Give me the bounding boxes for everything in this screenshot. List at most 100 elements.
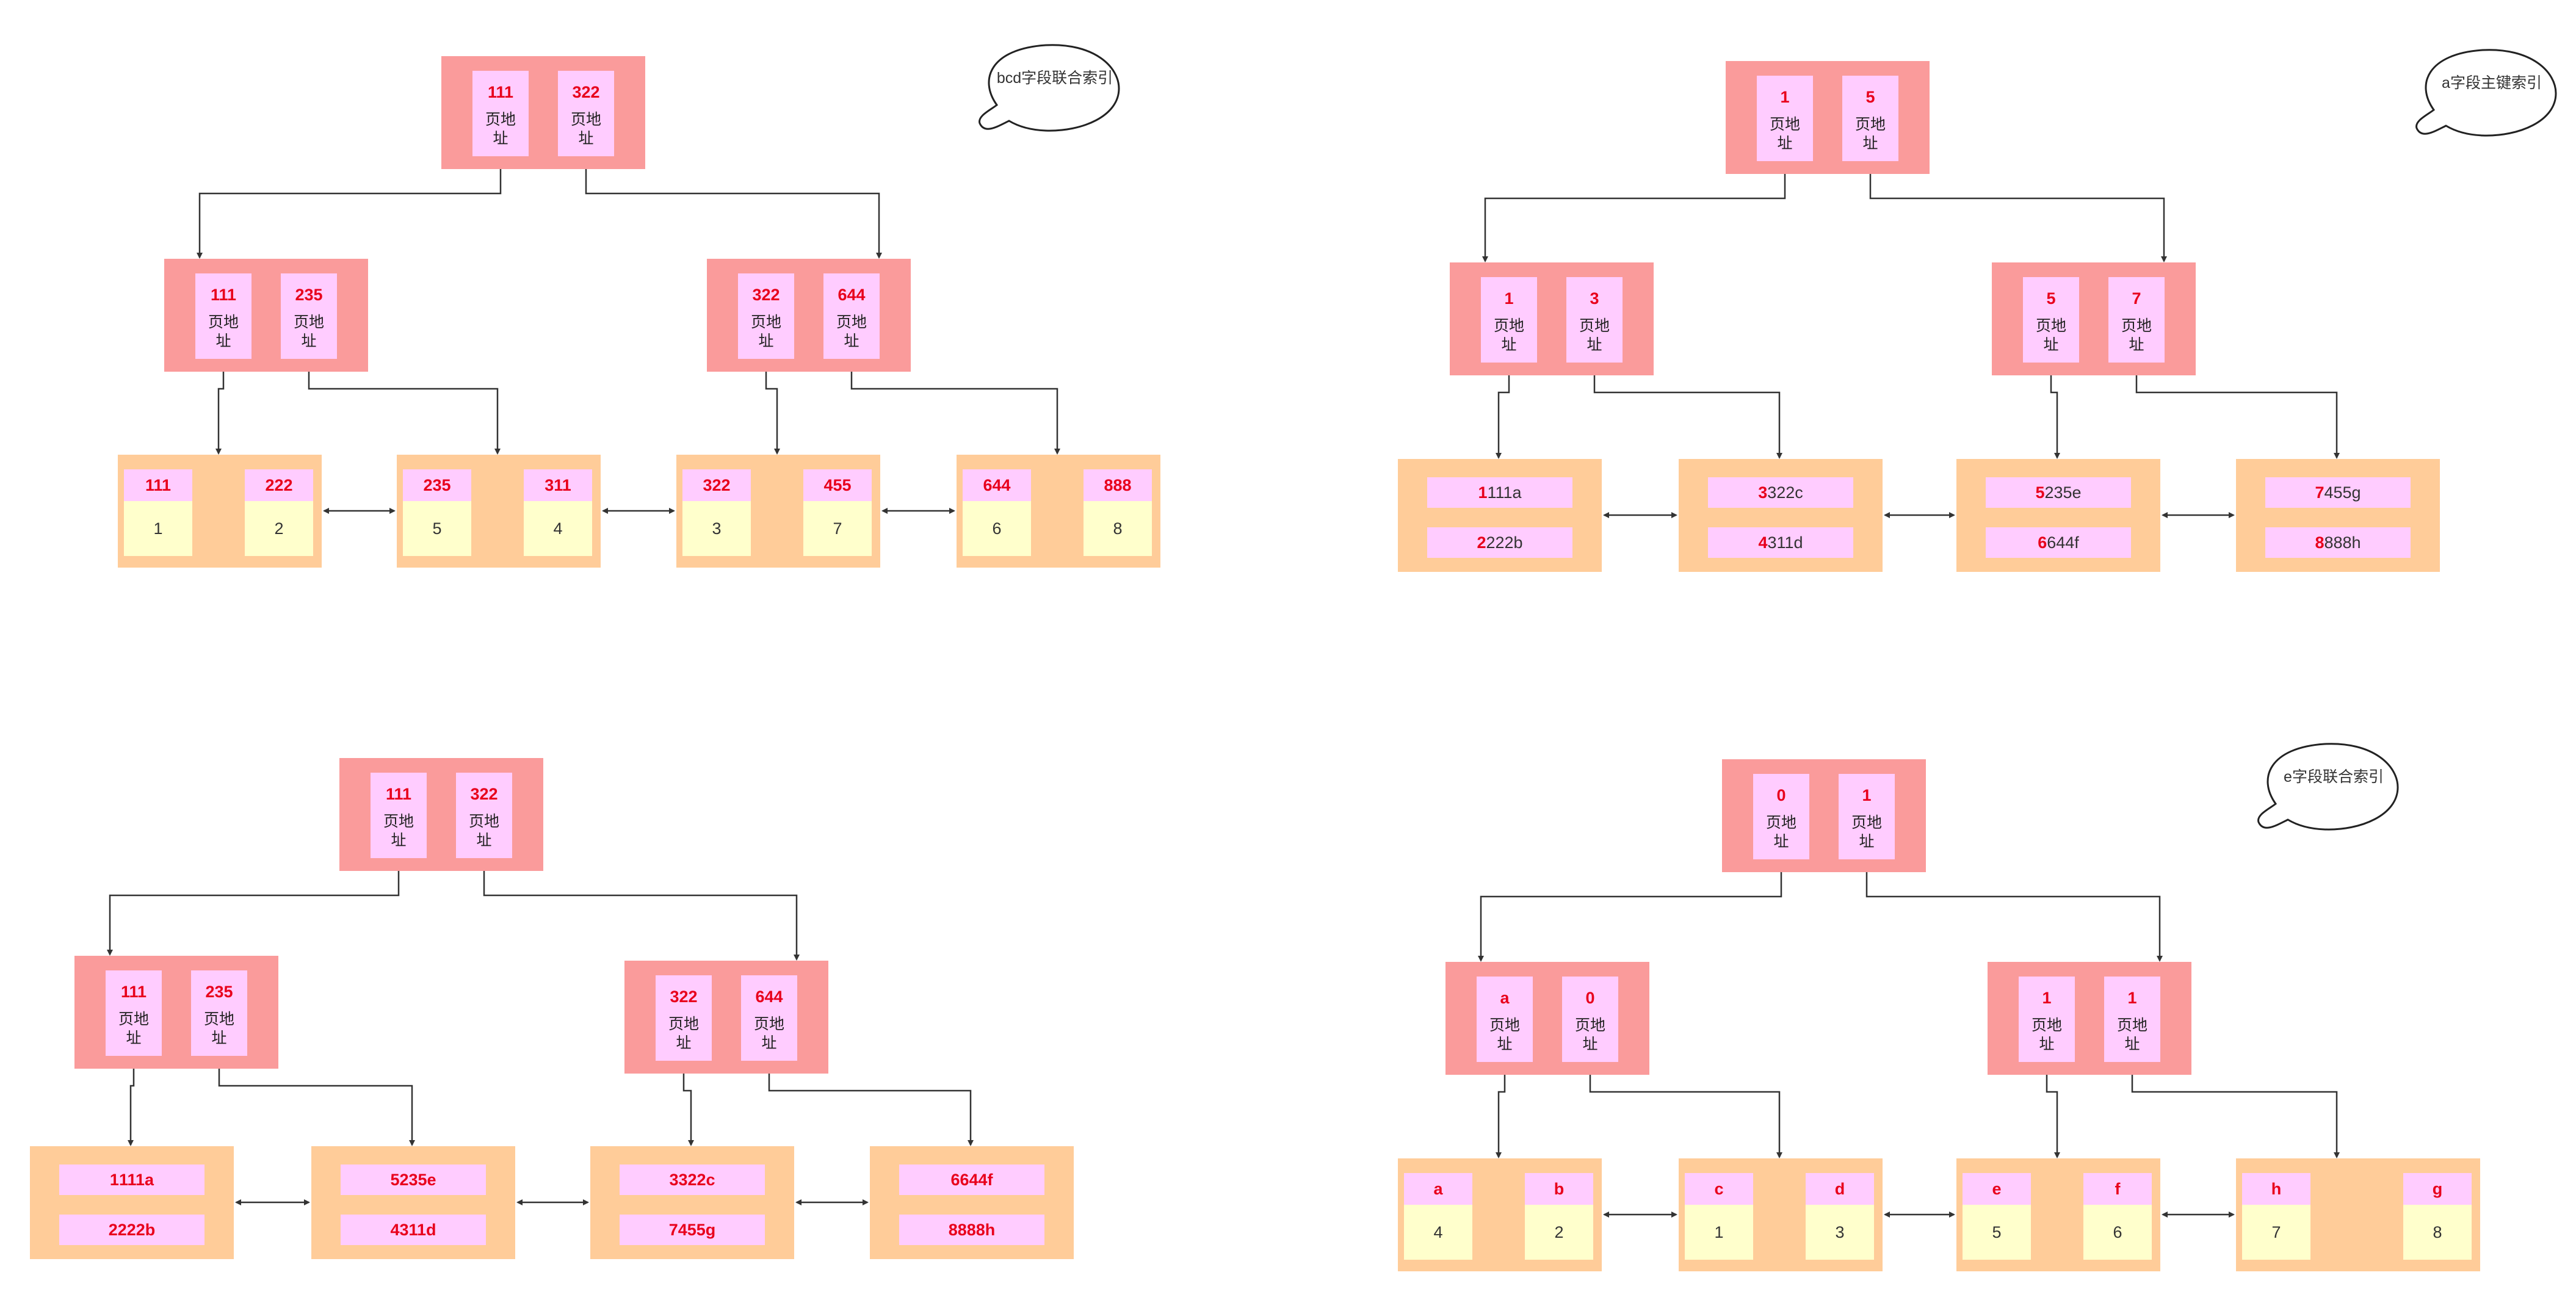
tree-edge [585,145,882,259]
leaf-value: 5 [1963,1205,2031,1260]
leaf-key: 111 [124,469,192,501]
leaf-value: 7 [803,501,872,556]
page-address-label: 页地址 [2035,317,2066,353]
leaf-key: c [1685,1173,1753,1205]
leaf-key: 235 [403,469,471,501]
row-index-key: 455 [678,1220,706,1239]
leaf-key: 311 [524,469,592,501]
tree-edge [197,145,502,259]
row-index-key: 888 [957,1220,985,1239]
tree-edge [1865,848,2163,962]
node-key: 235 [205,983,233,1001]
row-index-key: 311 [399,1220,427,1239]
row-id: 5 [390,1170,400,1189]
row-values: 235e [2044,483,2082,502]
page-address-label: 页地址 [750,314,781,350]
node-key: 235 [295,286,323,304]
leaf-value: 7 [2242,1205,2310,1260]
row-id: 1 [1478,483,1488,502]
page-address-label: 页地址 [1493,317,1524,353]
node-key: 1 [1504,289,1514,308]
node-key: 1 [1862,786,1872,804]
leaf-key: a [1404,1173,1472,1205]
page-address-label: 页地址 [485,111,516,147]
leaf-key: g [2403,1173,2472,1205]
node-key: 5 [2046,289,2056,308]
leaf-value: 6 [2083,1205,2152,1260]
page-address-label: 页地址 [1579,317,1610,353]
row-values: 644f [2047,533,2079,552]
speech-bubble [2257,743,2399,831]
node-key: a [1500,989,1510,1007]
leaf-key: 644 [963,469,1031,501]
row-id: 4 [1758,533,1768,552]
row-id: 2 [1477,533,1486,552]
internal-node-cell: 1 页地址 [1481,277,1537,363]
page-address-label: 页地址 [2031,1017,2062,1053]
node-key: 111 [210,286,237,304]
page-address-label: 页地址 [1769,116,1800,152]
row-values: 888h [2324,533,2361,552]
leaf-key: f [2083,1173,2152,1205]
tree-edge [1869,150,2167,262]
node-key: 111 [487,83,514,101]
row-index-key: 644 [960,1170,988,1189]
leaf-key: 322 [682,469,751,501]
tree-edge [483,847,800,961]
root-node-cell: 111 页地址 [472,71,529,156]
leaf-value: 1 [1685,1205,1753,1260]
row-field: f [987,1170,993,1189]
tree-edge [1478,848,1782,962]
leaf-key: b [1525,1173,1593,1205]
page-address-label: 页地址 [570,111,601,147]
speech-bubble [979,44,1120,132]
node-key: 0 [1585,989,1595,1007]
page-address-label: 页地址 [1765,814,1796,850]
row-values: 111a [1487,483,1522,502]
page-address-label: 页地址 [293,314,324,350]
speech-bubble [2415,49,2557,137]
node-key: 322 [670,988,698,1006]
leaf-key: 222 [245,469,313,501]
row-values: 455g [2324,483,2361,502]
row-index-key: 222 [117,1220,145,1239]
row-index-key: 235 [399,1170,427,1189]
row-index-key: 111 [118,1170,145,1189]
leaf-value: 4 [1404,1205,1472,1260]
leaf-value: 4 [524,501,592,556]
tree-edge [107,847,400,956]
